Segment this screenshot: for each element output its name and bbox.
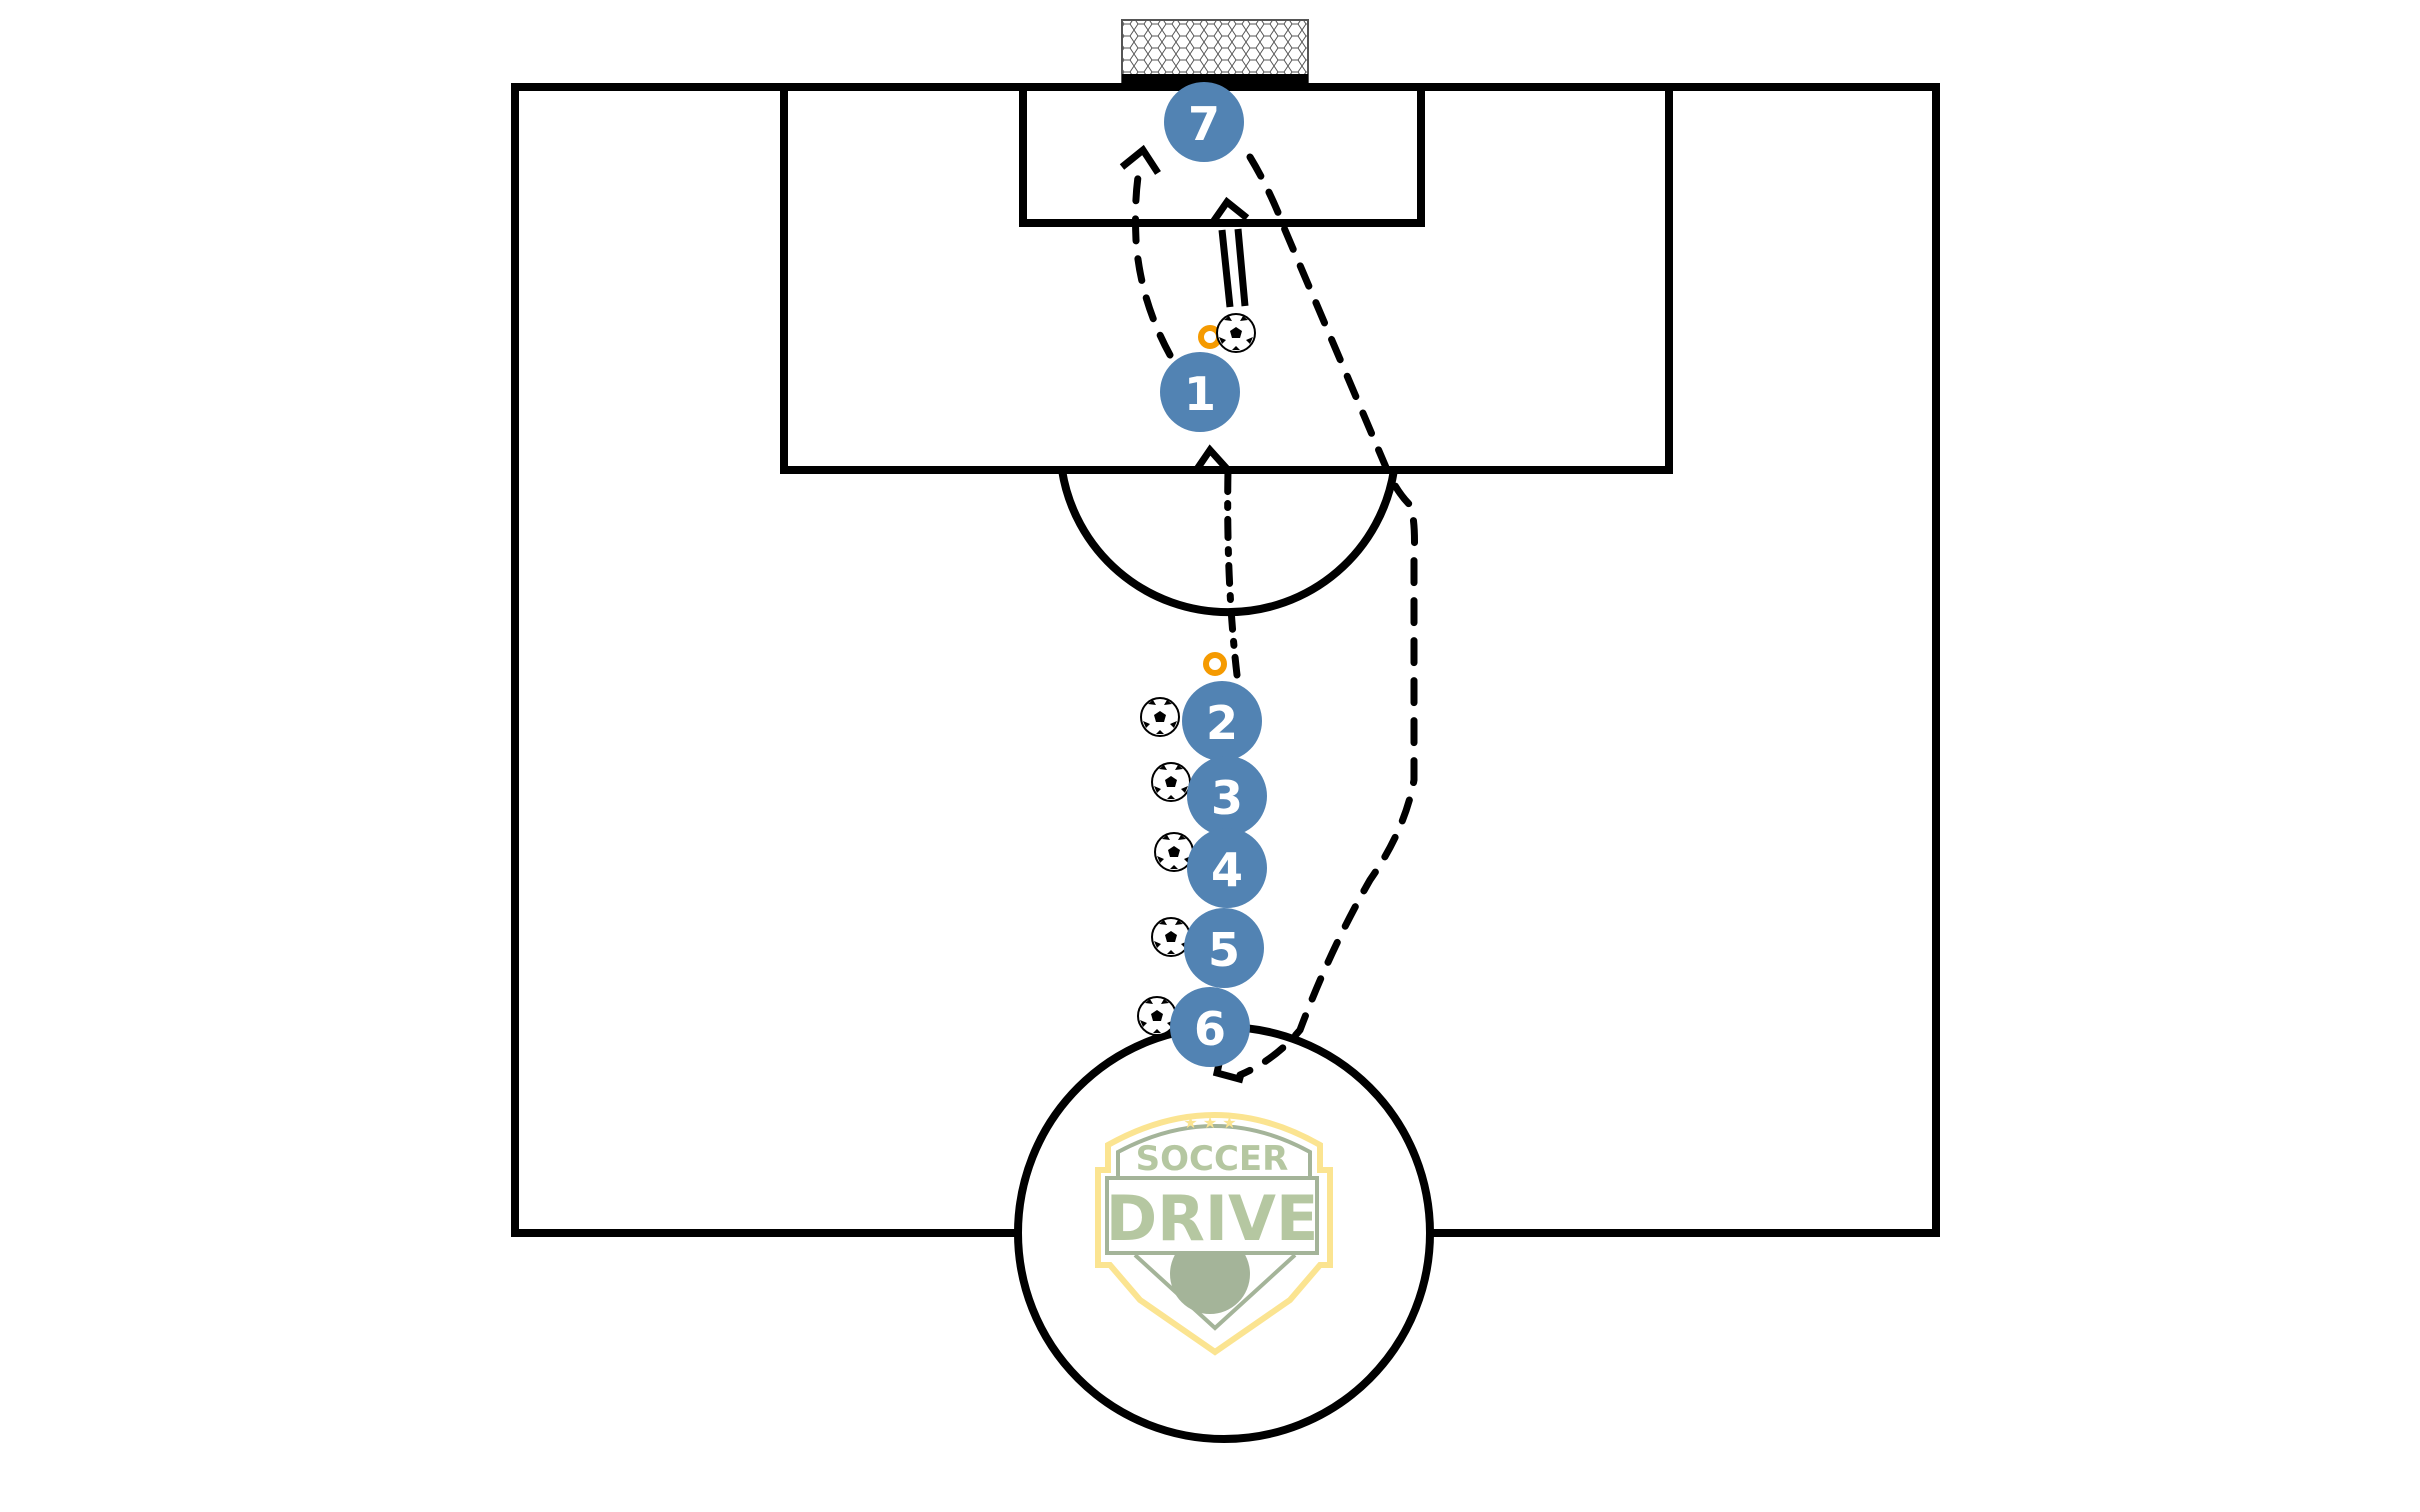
logo-text-drive: DRIVE xyxy=(1106,1182,1319,1255)
pass-path xyxy=(1218,228,1249,308)
player-label: 1 xyxy=(1184,367,1216,421)
soccer-ball-icon xyxy=(1151,762,1191,802)
goal-line-post xyxy=(1122,74,1308,84)
soccer-ball-icon xyxy=(1140,697,1180,737)
pass-arrowhead xyxy=(1210,196,1250,225)
logo-text-soccer: SOCCER xyxy=(1136,1139,1289,1179)
goal-net xyxy=(1121,19,1309,83)
soccer-ball-icon xyxy=(1216,313,1256,353)
player-7-run-path xyxy=(1236,153,1418,1079)
arrowhead xyxy=(1192,444,1231,474)
arrowhead xyxy=(1119,144,1161,175)
player-label: 2 xyxy=(1206,696,1238,750)
player-label: 3 xyxy=(1211,771,1243,825)
player-label: 4 xyxy=(1211,843,1243,897)
player-label: 7 xyxy=(1188,97,1220,151)
player-6: 6 xyxy=(1170,987,1250,1067)
player-7: 7 xyxy=(1164,82,1244,162)
player-1-run-path xyxy=(1132,161,1174,359)
player-label: 6 xyxy=(1194,1002,1226,1056)
player-3: 3 xyxy=(1187,756,1267,836)
player-2: 2 xyxy=(1182,681,1262,761)
soccer-drive-logo: ★ ★ ★ SOCCER DRIVE xyxy=(1095,1112,1333,1356)
player-label: 5 xyxy=(1208,923,1240,977)
player-1: 1 xyxy=(1160,352,1240,432)
svg-text:★ ★ ★: ★ ★ ★ xyxy=(1183,1113,1236,1132)
player-5: 5 xyxy=(1184,908,1264,988)
player-4: 4 xyxy=(1187,828,1267,908)
cone-icon xyxy=(1203,652,1227,676)
player-2-pass-path xyxy=(1224,466,1241,679)
